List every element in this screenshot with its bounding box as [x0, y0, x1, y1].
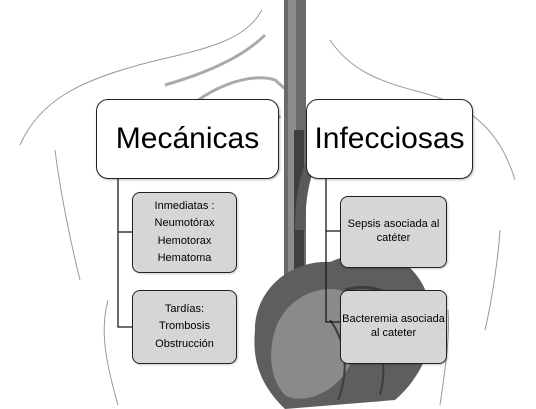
item-sepsis-line-1: Sepsis asociada al: [347, 218, 440, 231]
item-tardias-line-3: Obstrucción: [155, 337, 214, 350]
item-inmediatas-line-4: Hematoma: [157, 251, 212, 264]
item-tardias-line-2: Trombosis: [159, 320, 210, 333]
item-bacteremia: Bacteremia asociada al cateter: [340, 290, 447, 364]
header-infecciosas-label: Infecciosas: [314, 122, 465, 155]
vena-cava: [284, 0, 306, 310]
header-mecanicas-label: Mecánicas: [115, 122, 260, 155]
item-tardias: Tardías: Trombosis Obstrucción: [132, 290, 237, 364]
header-infecciosas: Infecciosas: [306, 99, 473, 179]
item-inmediatas-line-1: Inmediatas :: [154, 200, 215, 213]
item-bacteremia-line-2: al cateter: [370, 327, 417, 339]
item-inmediatas-line-2: Neumotórax: [154, 217, 215, 230]
item-inmediatas: Inmediatas : Neumotórax Hemotorax Hemato…: [132, 192, 237, 273]
item-sepsis-line-2: catéter: [376, 232, 411, 244]
item-sepsis: Sepsis asociada al catéter: [340, 196, 447, 268]
item-bacteremia-line-1: Bacteremia asociada: [342, 313, 445, 326]
header-mecanicas: Mecánicas: [96, 99, 279, 179]
item-inmediatas-line-3: Hemotorax: [157, 234, 212, 247]
torso-outline: [19, 9, 516, 406]
item-tardias-line-1: Tardías:: [164, 303, 205, 316]
connector-lines: [117, 178, 340, 328]
